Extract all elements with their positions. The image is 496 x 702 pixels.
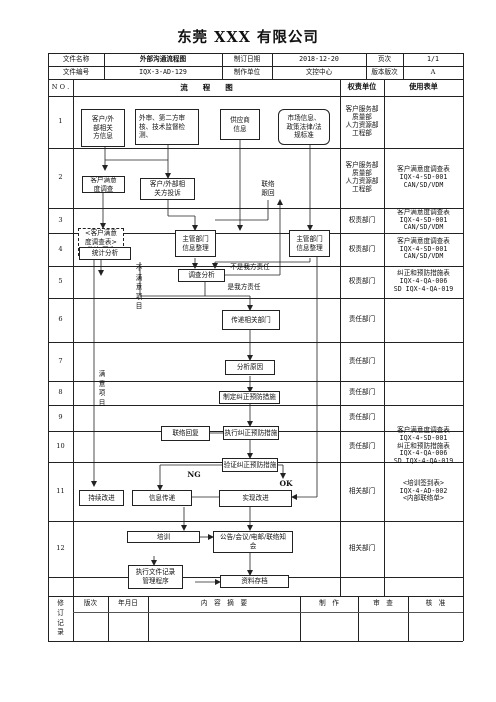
row-number: 9 <box>58 413 63 422</box>
row-department: 责任部门 <box>348 413 376 422</box>
row-form: 客户满意度调查表 IQX-4-SD-001 CAN/SD/VDM <box>397 207 450 232</box>
revision-label: 修 订 记 录 <box>57 599 64 637</box>
header-flow: 流 程 图 <box>180 83 233 92</box>
label-ok: OK <box>279 478 293 488</box>
row-department: 相关部门 <box>348 544 376 553</box>
flow-info-transfer: 信息传递 <box>132 490 192 506</box>
label-satisfied-items: 满 意 项 目 <box>98 370 106 407</box>
company-title: 东莞 XXX 有限公司 <box>177 29 319 46</box>
flow-liaison-followup: 联络 跟回 <box>257 178 279 200</box>
unit-label: 制作单位 <box>233 67 261 76</box>
revision-col-review: 审 查 <box>373 599 393 608</box>
flow-training: 培训 <box>127 531 200 543</box>
row-number: 5 <box>58 277 63 286</box>
row-department: 责任部门 <box>348 441 376 450</box>
row-department: 责任部门 <box>348 388 376 397</box>
revision-col-approve: 核 准 <box>425 599 446 608</box>
row-number: 1 <box>58 117 63 126</box>
flow-records-procedure: 执行文件记录 管理程序 <box>128 565 183 589</box>
row-department: 责任部门 <box>348 315 376 324</box>
flow-supplier-info: 供应商 信息 <box>220 109 260 140</box>
version: A <box>430 67 436 76</box>
row-number: 3 <box>58 215 63 224</box>
row-department: 权责部门 <box>348 244 376 253</box>
label-not-responsible: 不是我方责任 <box>230 263 270 272</box>
revision-col-summary: 内 容 摘 要 <box>200 599 248 608</box>
unit: 文控中心 <box>305 67 333 76</box>
row-department: 客户服务部 质量部 人力资源部 工程部 <box>345 105 379 137</box>
label-unsatisfied-items: 不 满 意 项 目 <box>135 264 143 311</box>
flow-statistics: 统计分析 <box>79 247 131 260</box>
flow-announcement: 公告/会议/电邮/联络知 会 <box>213 531 293 553</box>
revision-col-version: 版次 <box>83 599 98 608</box>
revision-col-author: 制 作 <box>319 599 339 608</box>
row-department: 权责部门 <box>348 277 376 286</box>
header-no: N O . <box>51 82 70 91</box>
row-number: 4 <box>58 244 63 253</box>
row-number: 12 <box>56 544 65 553</box>
row-number: 8 <box>58 388 63 397</box>
flow-verify-capa: 验证纠正预防措施 <box>222 458 278 472</box>
row-number: 11 <box>56 486 65 495</box>
doc-name-label: 文件名称 <box>62 54 90 63</box>
header-dept: 权责单位 <box>347 82 377 92</box>
doc-no-label: 文件编号 <box>62 67 90 76</box>
row-number: 7 <box>58 356 63 365</box>
row-number: 10 <box>56 441 65 450</box>
flow-investigate: 调查分析 <box>178 269 225 282</box>
flow-achieve-improve: 实现改进 <box>219 490 292 507</box>
flow-archive: 资料存档 <box>220 575 289 588</box>
flow-continuous-improve: 持续改进 <box>79 490 124 506</box>
row-form: <培训签到表> IQX-4-AD-002 <内部联络单> <box>399 478 448 503</box>
row-number: 2 <box>58 173 63 182</box>
flow-complaint: 客户/外部相 关方投诉 <box>140 178 195 200</box>
flow-define-capa: 制定纠正预防措施 <box>219 391 280 404</box>
flow-forward-to-dept: 传递相关部门 <box>222 310 280 330</box>
flow-analyze-cause: 分析原因 <box>225 360 275 375</box>
version-label: 版本版次 <box>371 67 398 76</box>
flow-execute-capa: 执行纠正预防措施 <box>223 426 279 440</box>
flow-dept-organize-2: 主管部门 信息整理 <box>289 230 330 257</box>
flow-market-info: 市场信息、 政策法律/法 规标准 <box>278 109 330 145</box>
row-number: 6 <box>58 315 63 324</box>
flow-audit-info: 外审、第二方审 核、技术监督检 测、 <box>135 109 199 145</box>
flow-dept-organize-1: 主管部门 信息整理 <box>175 230 216 257</box>
label-ng: NG <box>187 469 201 479</box>
row-department: 责任部门 <box>348 356 376 365</box>
revision-col-date: 年月日 <box>118 599 138 608</box>
rev-date: 2018-12-20 <box>299 54 339 63</box>
label-responsible: 是我方责任 <box>227 283 261 292</box>
rev-date-label: 制订日期 <box>233 54 261 63</box>
page-number: 1/1 <box>427 54 439 63</box>
page-label: 页次 <box>377 54 392 63</box>
header-form: 使用表单 <box>409 82 438 92</box>
row-form: 纠正和预防措施表 IQX-4-QA-006 SD IQX-4-QA-019 <box>393 269 454 293</box>
row-form: 客户满意度调查表 IQX-4-SD-001 CAN/SD/VDM <box>397 165 450 189</box>
flow-liaison-reply: 联络回复 <box>161 426 210 441</box>
flow-satisfaction-survey: 客户满意 度调查 <box>82 176 125 193</box>
row-form: 客户满意度调查表 IQX-4-SD-001 CAN/SD/VDM <box>397 236 450 261</box>
row-department: 客户服务部 质量部 人力资源部 工程部 <box>345 161 379 193</box>
flow-customer-info: 客户/外 部相关 方信息 <box>81 109 125 147</box>
doc-no: IQX-3-AD-129 <box>139 67 187 76</box>
row-department: 相关部门 <box>348 486 376 495</box>
doc-name: 外部沟通流程图 <box>139 54 187 63</box>
row-department: 权责部门 <box>348 215 376 224</box>
